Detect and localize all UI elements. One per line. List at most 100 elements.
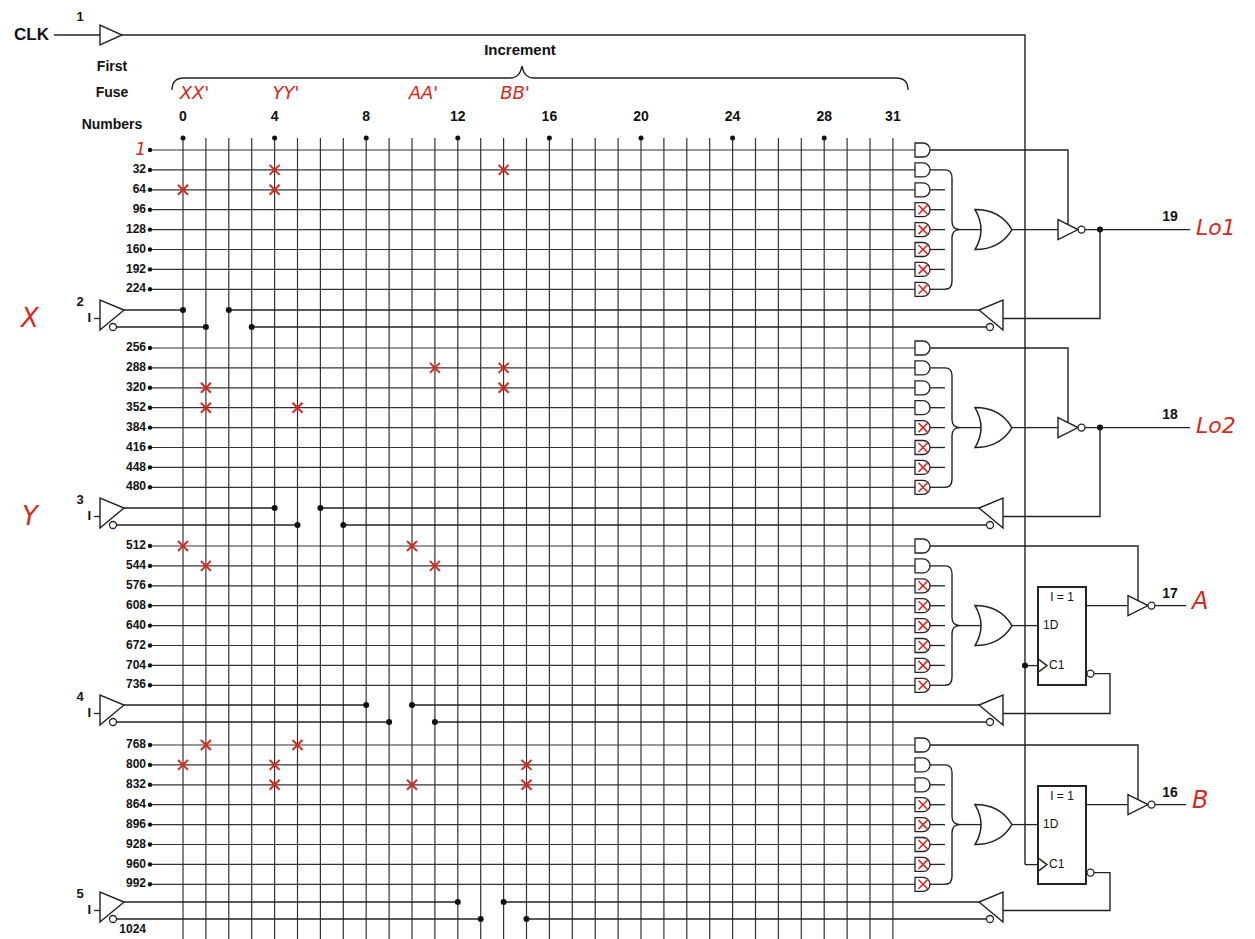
fuse-number: 128	[126, 223, 146, 237]
fuse-mark	[919, 621, 928, 630]
fuse-number: 960	[126, 858, 146, 872]
junction-dot	[148, 663, 152, 667]
fuse-number: 928	[126, 838, 146, 852]
junction-dot	[148, 465, 152, 469]
flip-flop-text: 1D	[1043, 818, 1058, 832]
junction-dot	[295, 522, 301, 528]
and-gate	[915, 282, 930, 296]
and-gate	[915, 401, 930, 415]
fuse-mark	[919, 581, 928, 590]
product-term-line	[150, 289, 915, 290]
feedback-line	[504, 901, 979, 902]
gate-output	[930, 467, 945, 468]
input-buffer	[100, 695, 124, 725]
fuse-column	[663, 138, 664, 939]
inverter-bubble	[1087, 869, 1094, 876]
fuse-number: 768	[126, 738, 146, 752]
fuse-column	[366, 138, 367, 939]
wire	[1087, 804, 1128, 805]
junction-dot	[272, 505, 278, 511]
gate-output	[930, 487, 945, 488]
and-gate	[915, 599, 930, 613]
fuse-mark	[270, 185, 280, 195]
and-gate	[915, 262, 930, 276]
product-term-line	[150, 764, 915, 765]
product-term-line	[150, 645, 915, 646]
axis-title: Numbers	[82, 116, 143, 132]
pin-name: I	[87, 311, 91, 326]
and-gate	[915, 223, 930, 237]
feedback-line	[412, 704, 979, 705]
pin-number: 2	[76, 295, 83, 310]
inverter-bubble	[987, 522, 994, 529]
gate-output	[930, 407, 945, 408]
or-gate	[975, 210, 1012, 250]
handwritten-note: XX'	[180, 83, 210, 104]
fuse-mark	[270, 760, 280, 770]
fuse-column	[320, 138, 321, 939]
input-line	[124, 704, 366, 705]
axis-title: First	[97, 58, 127, 74]
inverter-bubble	[1148, 801, 1155, 808]
fuse-mark	[919, 581, 928, 590]
input-buffer	[100, 498, 124, 528]
junction-dot	[364, 136, 369, 141]
junction-dot	[386, 719, 392, 725]
junction-dot	[226, 307, 232, 313]
fuse-mark	[919, 661, 928, 670]
and-gate	[915, 639, 930, 653]
fuse-mark	[178, 185, 188, 195]
flip-flop-box: I = 11DC1	[1037, 785, 1087, 885]
fuse-mark	[201, 383, 211, 393]
product-term-line	[150, 585, 915, 586]
fuse-mark	[522, 780, 532, 790]
and-gate	[915, 243, 930, 257]
and-gate	[915, 341, 930, 355]
wire	[1012, 427, 1058, 428]
clock-line	[1025, 864, 1037, 865]
wire	[1012, 229, 1058, 230]
enable-line	[930, 150, 1068, 225]
and-gate	[915, 758, 930, 772]
gate-output	[930, 844, 945, 845]
product-term-line	[150, 209, 915, 210]
fuse-column	[411, 138, 412, 939]
fuse-number: 32	[133, 163, 146, 177]
feedback-wire	[1003, 428, 1100, 517]
gate-output	[930, 447, 945, 448]
fuse-mark	[407, 541, 417, 551]
or-gate	[975, 805, 1012, 845]
inverter-bubble	[110, 522, 117, 529]
fuse-mark	[522, 760, 532, 770]
fuse-number: 1024	[119, 923, 146, 937]
fuse-column	[457, 138, 458, 939]
gate-output	[930, 387, 945, 388]
pin-number: 5	[76, 887, 83, 902]
fuse-mark	[270, 780, 280, 790]
fuse-mark	[407, 541, 417, 551]
column-number: 16	[542, 108, 558, 124]
product-term-line	[150, 189, 915, 190]
fuse-column	[182, 138, 183, 939]
feedback-line	[252, 326, 987, 327]
product-term-line	[150, 347, 915, 348]
product-term-line	[150, 625, 915, 626]
column-number: 0	[179, 108, 187, 124]
fuse-column	[434, 138, 435, 939]
inverter-bubble	[987, 324, 994, 331]
fuse-mark	[919, 225, 928, 234]
and-gate	[915, 798, 930, 812]
handwritten-note: YY'	[273, 83, 300, 104]
wire	[1087, 605, 1128, 606]
pin-number: 4	[76, 690, 83, 705]
gate-output	[930, 209, 945, 210]
feedback-line	[435, 721, 987, 722]
and-gate	[915, 658, 930, 672]
pin-number: 18	[1162, 406, 1178, 422]
or-gate	[975, 606, 1012, 646]
gate-output	[930, 625, 945, 626]
fuse-mark	[178, 185, 188, 195]
junction-dot	[148, 287, 152, 291]
handwritten-note: X	[21, 304, 39, 334]
junction-dot	[148, 148, 152, 152]
